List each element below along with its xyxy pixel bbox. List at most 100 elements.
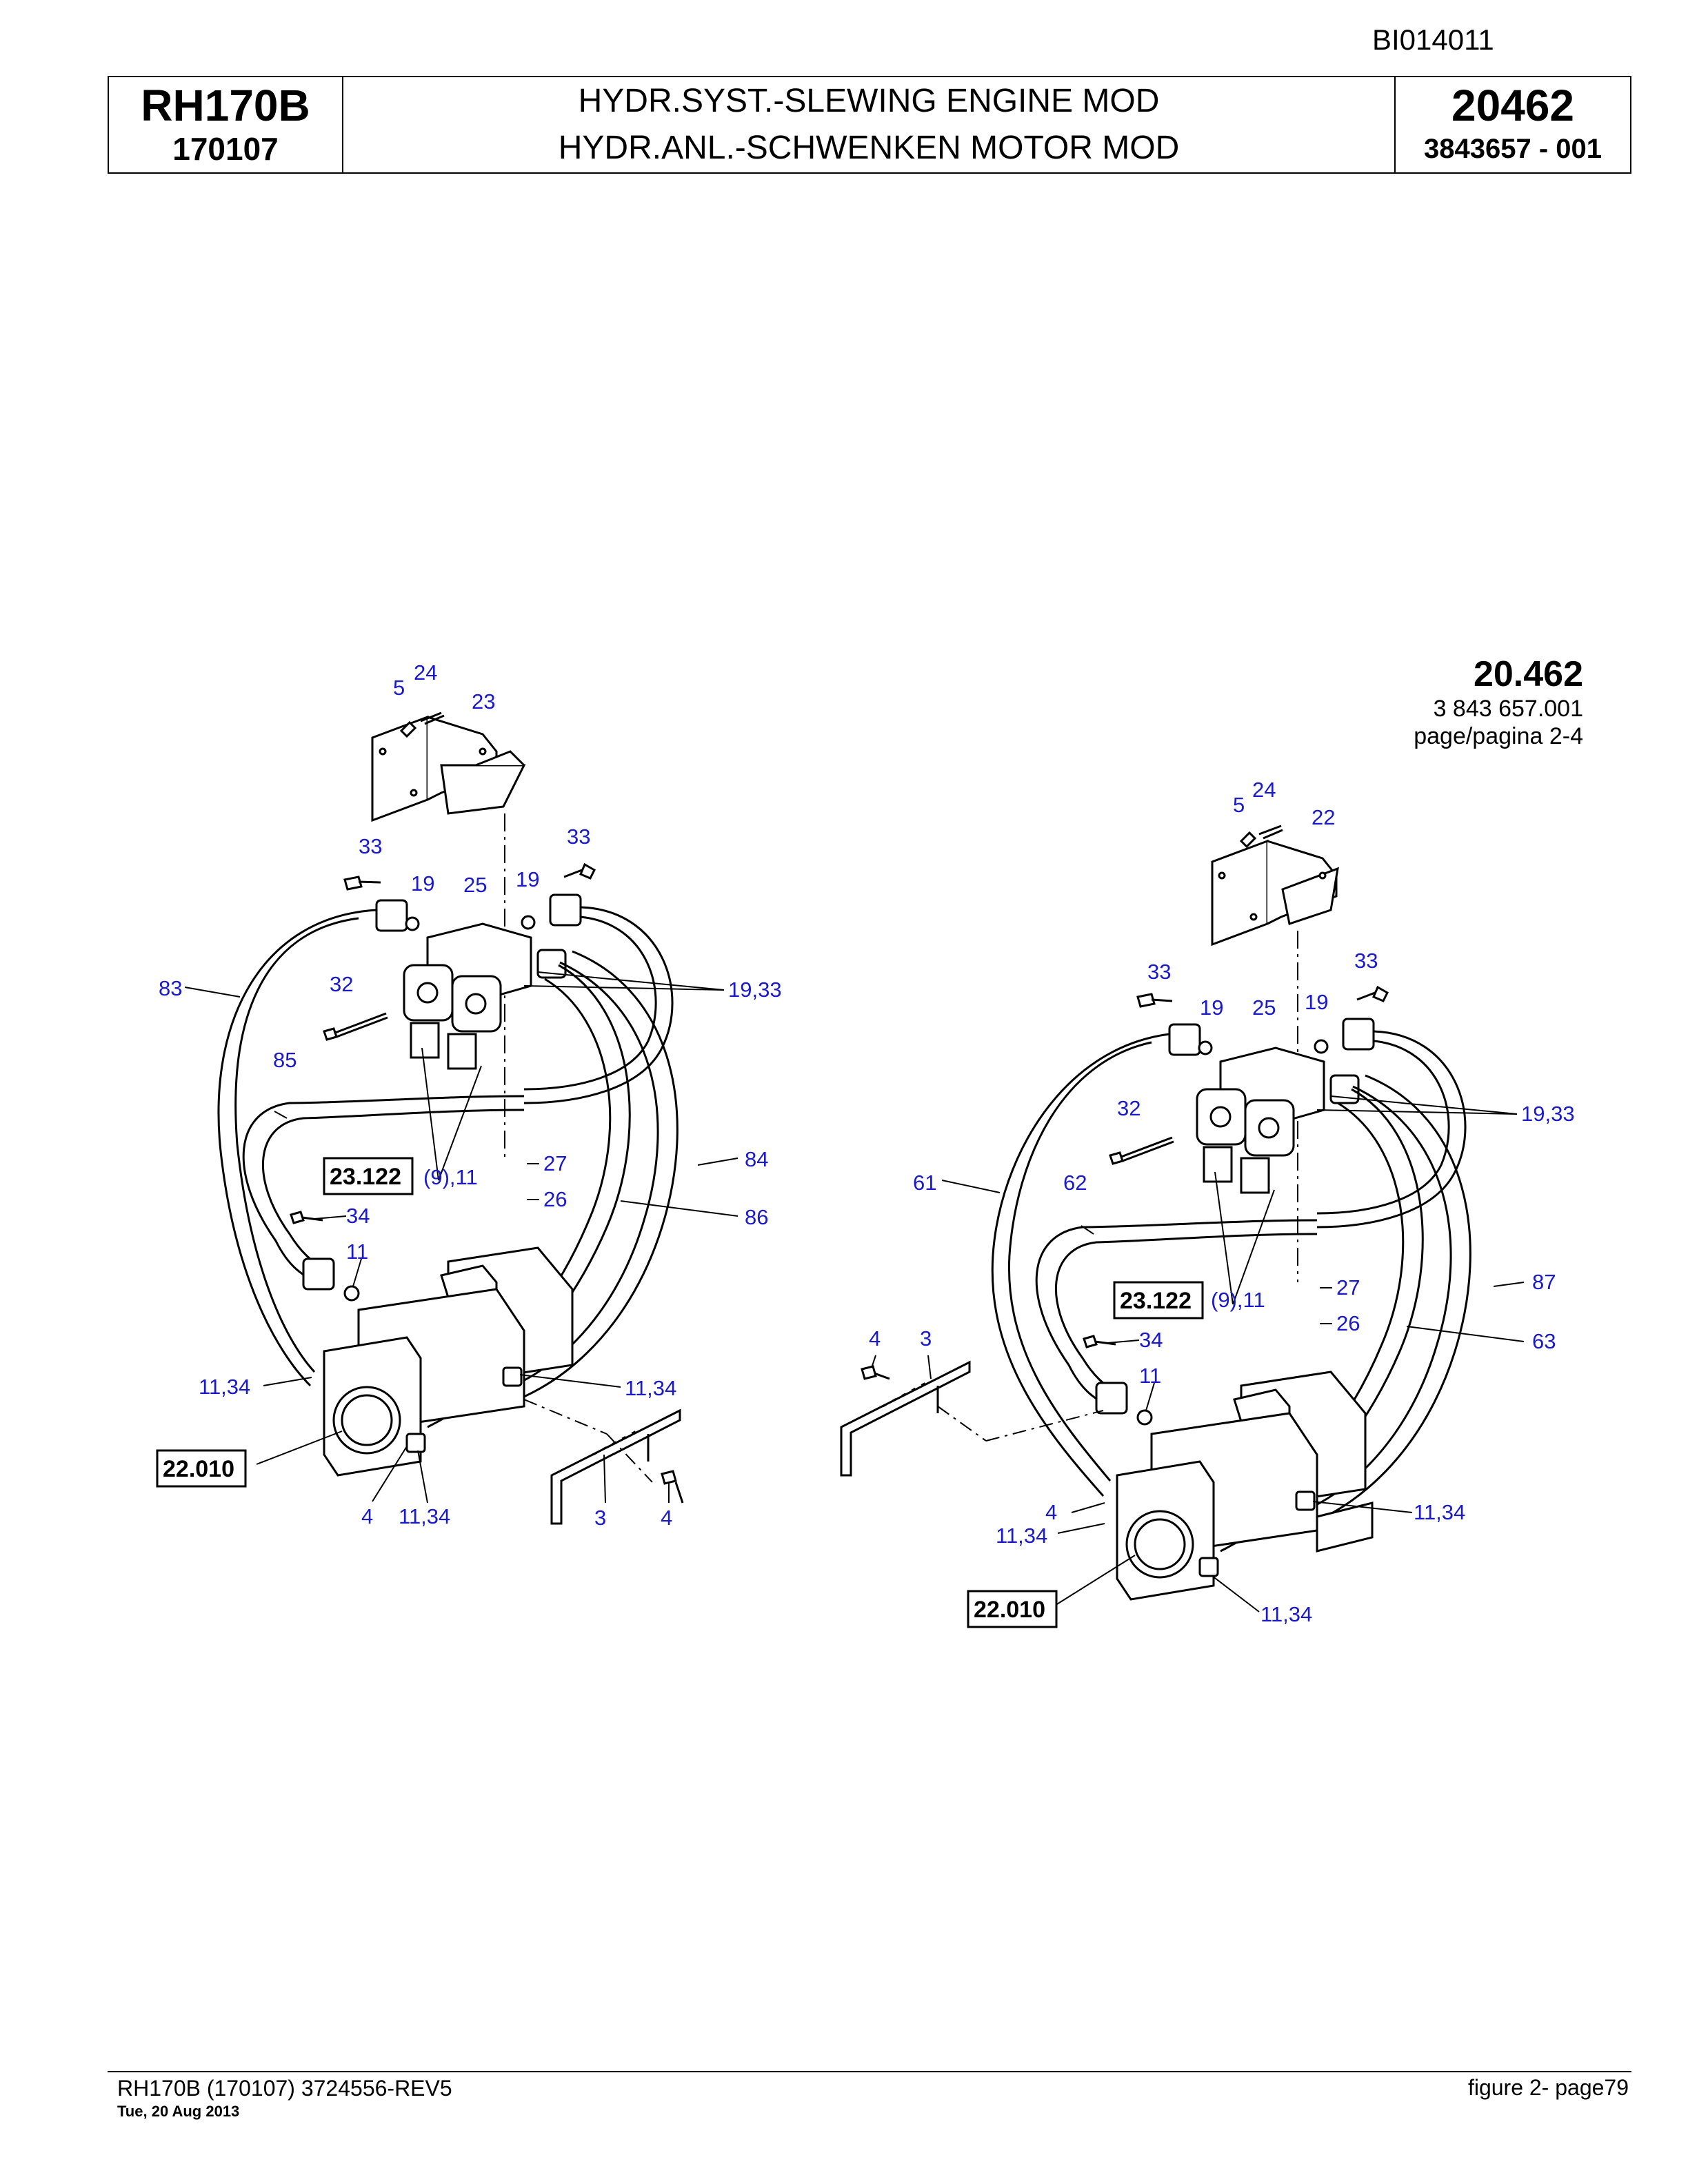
left-bracket-23 [371, 715, 526, 822]
right-bolts [1109, 985, 1389, 1165]
callout-32: 32 [1117, 1096, 1141, 1120]
machine-model: RH170B [141, 81, 310, 130]
callout-84: 84 [745, 1147, 768, 1171]
callout-11-34: 11,34 [199, 1375, 250, 1399]
ref-box-23-122: 23.122 [1120, 1288, 1192, 1314]
callout-33: 33 [1354, 949, 1378, 973]
right-assembly: 24 5 22 33 33 19 25 19 32 19,33 61 62 87… [840, 778, 1575, 1628]
figure-ref-number: 3 843 657.001 [1433, 696, 1583, 722]
right-lower-flange [1083, 1335, 1153, 1426]
callout-26: 26 [1336, 1311, 1360, 1335]
left-flanges-top [375, 893, 582, 979]
callout-4: 4 [361, 1504, 373, 1528]
callout-11-34: 11,34 [625, 1376, 676, 1400]
callout-24: 24 [1252, 778, 1276, 802]
callout-11-34: 11,34 [1414, 1500, 1465, 1524]
callout-86: 86 [745, 1205, 768, 1229]
ref-box-22-010: 22.010 [974, 1597, 1045, 1623]
left-valve-block [403, 922, 532, 1070]
right-valve-block [1196, 1046, 1325, 1194]
footer-divider [108, 2071, 1631, 2072]
title-german: HYDR.ANL.-SCHWENKEN MOTOR MOD [558, 130, 1180, 166]
right-slewing-motor [1116, 1371, 1374, 1601]
callout-25: 25 [1252, 995, 1276, 1020]
callout-9-11: (9),11 [423, 1165, 478, 1189]
callout-9-11: (9),11 [1211, 1288, 1265, 1312]
callout-32: 32 [330, 972, 353, 996]
left-assembly: 24 5 23 33 33 19 25 19 83 32 19,33 85 84… [156, 660, 782, 1530]
callout-62: 62 [1063, 1171, 1087, 1195]
right-leader-lines [871, 1095, 1525, 1612]
callout-11: 11 [1139, 1364, 1161, 1388]
callout-19: 19 [516, 867, 539, 891]
callout-27: 27 [1336, 1275, 1360, 1300]
group-number: 20462 [1451, 81, 1574, 130]
title-block: RH170B 170107 HYDR.SYST.-SLEWING ENGINE … [108, 76, 1631, 174]
callout-63: 63 [1532, 1329, 1556, 1353]
callout-85: 85 [273, 1048, 297, 1072]
callout-11-34: 11,34 [1260, 1602, 1312, 1626]
left-lower-flange [290, 1211, 360, 1302]
callout-23: 23 [472, 689, 495, 714]
callout-11: 11 [346, 1240, 368, 1264]
left-callout-labels: 24 5 23 33 33 19 25 19 83 32 19,33 85 84… [159, 660, 782, 1530]
model-cell: RH170B 170107 [109, 77, 343, 172]
callout-87: 87 [1532, 1270, 1556, 1294]
callout-4: 4 [869, 1326, 881, 1351]
serial-number: 170107 [172, 131, 279, 167]
callout-3: 3 [920, 1326, 932, 1351]
footer-date: Tue, 20 Aug 2013 [117, 2103, 240, 2120]
callout-19: 19 [1200, 995, 1223, 1020]
footer-page-ref: figure 2- page79 [1467, 2075, 1629, 2100]
callout-26: 26 [543, 1187, 567, 1211]
title-cell: HYDR.SYST.-SLEWING ENGINE MOD HYDR.ANL.-… [343, 77, 1396, 172]
callout-11-34: 11,34 [399, 1504, 450, 1528]
left-dashed-leaders [523, 1399, 653, 1483]
figure-ref-page: page/pagina 2-4 [1414, 723, 1583, 749]
callout-83: 83 [159, 976, 182, 1000]
callout-22: 22 [1312, 805, 1335, 829]
part-reference: 3843657 - 001 [1423, 134, 1602, 164]
callout-11-34: 11,34 [996, 1524, 1047, 1548]
callout-34: 34 [1139, 1328, 1163, 1352]
callout-61: 61 [913, 1171, 936, 1195]
figure-ref-main: 20.462 [1473, 654, 1583, 694]
callout-4: 4 [661, 1506, 672, 1530]
callout-3: 3 [594, 1506, 606, 1530]
callout-5: 5 [393, 676, 405, 700]
callout-25: 25 [463, 873, 487, 897]
ref-box-23-122: 23.122 [330, 1164, 401, 1190]
callout-19-33: 19,33 [728, 978, 782, 1002]
right-bracket-bolts [1239, 825, 1283, 849]
right-dashed-leaders [937, 1406, 1104, 1442]
footer-document-ref: RH170B (170107) 3724556-REV5 [117, 2076, 452, 2101]
callout-27: 27 [543, 1151, 567, 1175]
right-flanges-top [1168, 1018, 1375, 1104]
left-bolts [323, 862, 596, 1041]
left-boxed-refs: 23.122 22.010 [156, 1157, 414, 1488]
callout-19: 19 [411, 871, 434, 896]
callout-33: 33 [567, 825, 590, 849]
left-bracket-3 [550, 1408, 684, 1525]
right-bracket-22 [1211, 839, 1339, 947]
callout-5: 5 [1233, 793, 1245, 817]
callout-19-33: 19,33 [1521, 1102, 1575, 1126]
figure-reference: 20.462 3 843 657.001 page/pagina 2-4 [1414, 654, 1583, 750]
callout-33: 33 [359, 834, 382, 858]
group-cell: 20462 3843657 - 001 [1396, 77, 1630, 172]
right-callout-labels: 24 5 22 33 33 19 25 19 32 19,33 61 62 87… [869, 778, 1575, 1626]
callout-34: 34 [346, 1204, 370, 1228]
right-boxed-refs: 23.122 22.010 [967, 1281, 1204, 1628]
right-bracket-3 [840, 1360, 971, 1477]
left-leader-lines [184, 971, 738, 1504]
callout-33: 33 [1147, 960, 1171, 984]
callout-4: 4 [1045, 1500, 1057, 1524]
left-bracket-bolts [399, 711, 445, 738]
title-english: HYDR.SYST.-SLEWING ENGINE MOD [578, 83, 1160, 119]
callout-24: 24 [414, 660, 437, 685]
ref-box-22-010: 22.010 [163, 1456, 234, 1482]
document-id: BI014011 [1372, 23, 1494, 56]
left-slewing-motor [323, 1246, 574, 1477]
callout-19: 19 [1305, 990, 1328, 1014]
